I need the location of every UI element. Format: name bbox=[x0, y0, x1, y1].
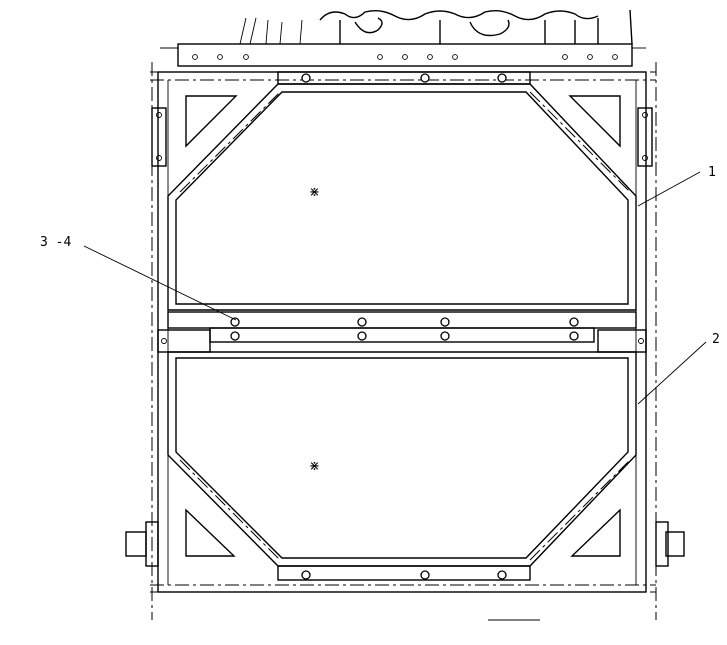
outer-frame bbox=[150, 62, 657, 620]
left-side-bracket-top bbox=[151, 107, 653, 167]
callout-2: 2 bbox=[712, 332, 720, 347]
callout-1: 1 bbox=[708, 165, 716, 180]
leader-lines bbox=[83, 171, 707, 405]
header-holes bbox=[192, 54, 618, 60]
middle-cross-bar bbox=[157, 311, 647, 353]
lower-center-mark: ⋇ bbox=[309, 459, 320, 474]
side-trunnions bbox=[125, 521, 685, 567]
top-header-assembly bbox=[160, 9, 646, 67]
lower-core-panel bbox=[167, 351, 637, 581]
corner-gussets bbox=[185, 95, 621, 557]
middle-bolts bbox=[230, 317, 579, 341]
callout-3-4: 3 -4 bbox=[40, 235, 71, 250]
upper-center-mark: ⋇ bbox=[309, 185, 320, 200]
upper-core-panel bbox=[167, 71, 637, 311]
